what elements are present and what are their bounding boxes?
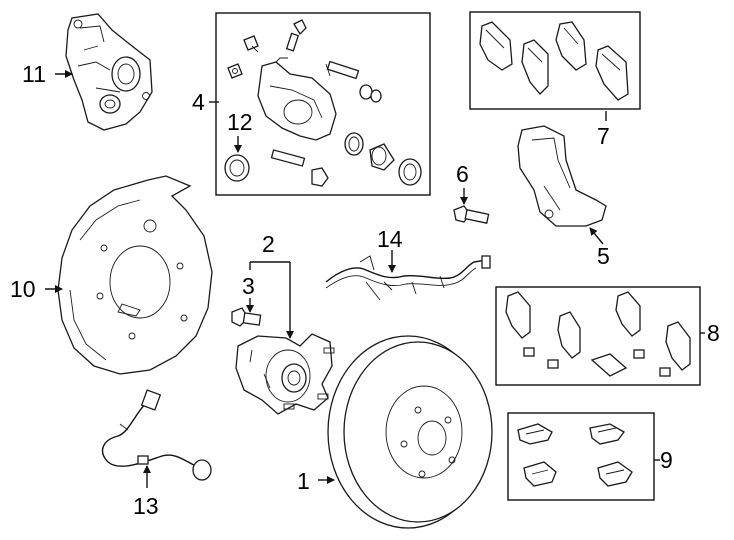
caliper-kit-box bbox=[215, 12, 431, 196]
callout-13: 13 bbox=[133, 493, 159, 519]
brake-rotor bbox=[327, 335, 493, 529]
callout-12: 12 bbox=[227, 109, 253, 135]
callout-10: 10 bbox=[10, 276, 36, 302]
wire-harness bbox=[325, 255, 491, 301]
hub-bearing bbox=[235, 333, 335, 415]
clip-kit-parts bbox=[517, 423, 633, 487]
callout-7: 7 bbox=[597, 123, 610, 149]
pad-kit-parts bbox=[505, 291, 691, 377]
hub-bolt bbox=[231, 307, 262, 327]
abs-speed-sensor bbox=[101, 389, 212, 481]
callout-6: 6 bbox=[456, 161, 469, 187]
callout-4: 4 bbox=[192, 89, 205, 115]
callout-3: 3 bbox=[242, 273, 255, 299]
bracket-bolt bbox=[453, 205, 490, 224]
dust-shield bbox=[57, 175, 213, 375]
pad-kit-box bbox=[495, 286, 701, 386]
callout-9: 9 bbox=[660, 447, 673, 473]
brake-pads-set bbox=[479, 21, 629, 101]
leader-lines bbox=[45, 70, 705, 488]
clip-kit-box bbox=[507, 412, 655, 501]
callout-11: 11 bbox=[22, 61, 46, 87]
caliper-kit-parts bbox=[224, 19, 422, 187]
callout-5: 5 bbox=[597, 243, 610, 269]
callout-2: 2 bbox=[262, 231, 275, 257]
parking-brake-actuator bbox=[65, 13, 153, 131]
callout-14: 14 bbox=[377, 226, 403, 252]
pad-set-box bbox=[469, 11, 641, 110]
callout-1: 1 bbox=[297, 468, 310, 494]
caliper-bracket bbox=[517, 125, 607, 227]
callout-8: 8 bbox=[707, 320, 720, 346]
